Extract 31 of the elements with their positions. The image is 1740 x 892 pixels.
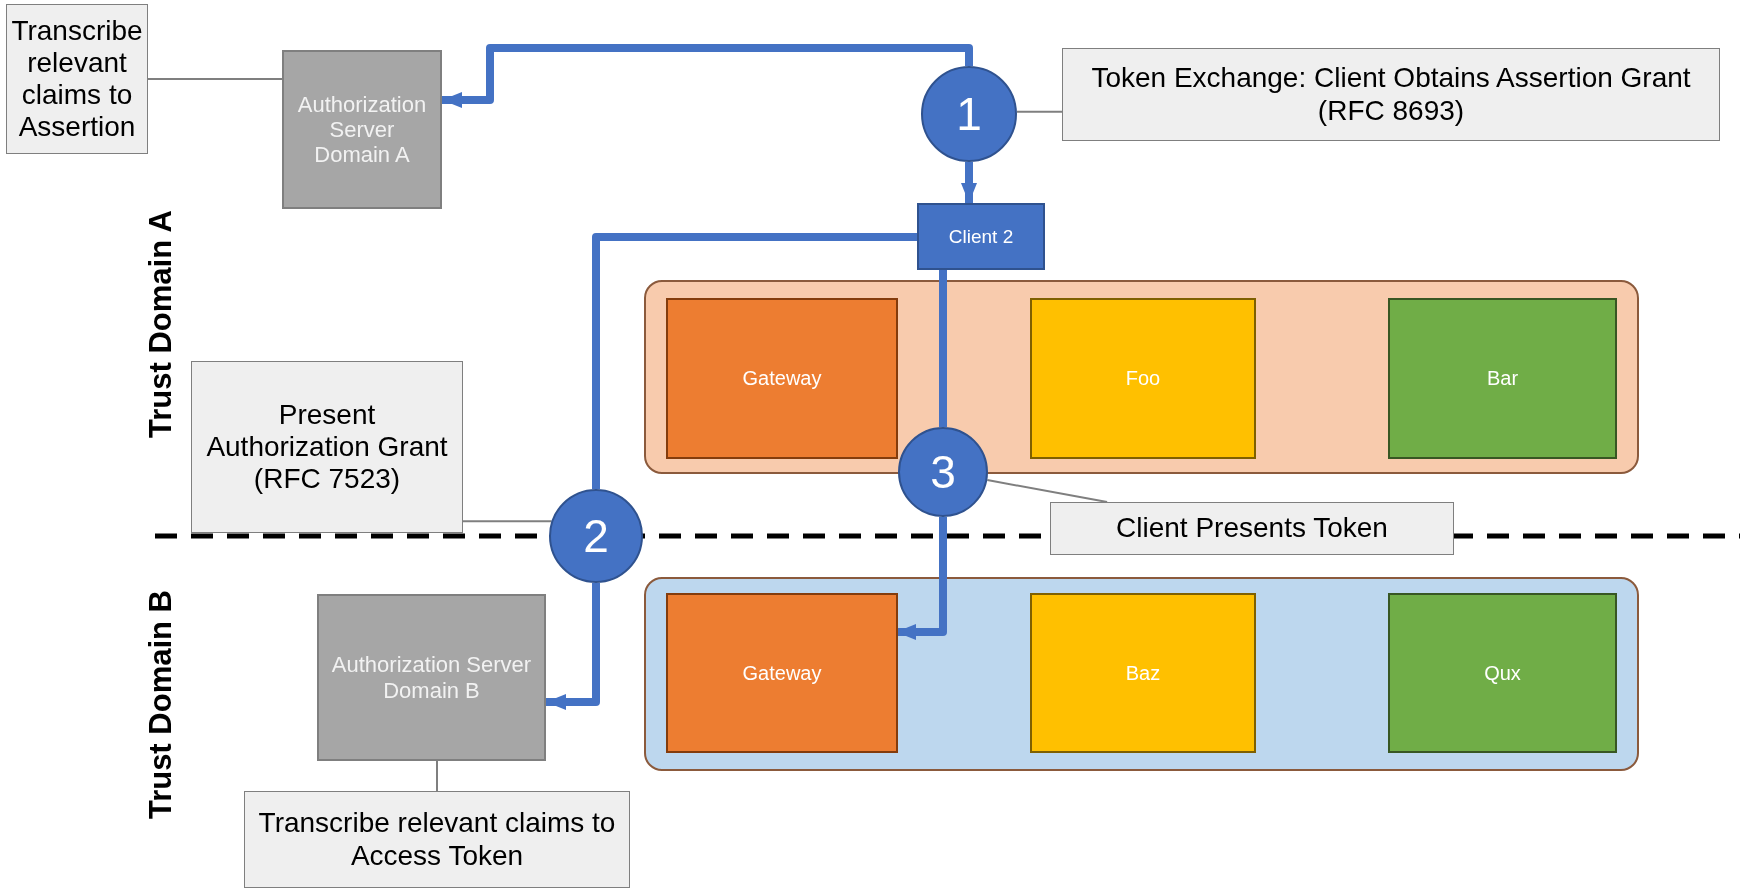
leader-line: [986, 479, 1109, 503]
callout-box: Transcribe relevant claims to Access Token: [244, 791, 630, 888]
connector-line: [592, 233, 917, 489]
leader-line: [1015, 110, 1063, 113]
callout-box: Token Exchange: Client Obtains Assertion Grant (RFC 8693): [1062, 48, 1720, 141]
domain-label: Trust Domain B: [143, 590, 179, 820]
arrow: [442, 44, 973, 108]
step-number-circle: 1: [921, 66, 1017, 162]
server-box: Authorization Server Domain A: [282, 50, 442, 209]
service-box: Foo: [1030, 298, 1256, 459]
service-box: Baz: [1030, 593, 1256, 753]
arrow: [896, 517, 947, 640]
domain-group-panel: [644, 577, 1639, 771]
connector-line: [939, 270, 947, 427]
callout-box: Present Authorization Grant (RFC 7523): [191, 361, 463, 533]
leader-line: [147, 78, 283, 80]
step-number-circle: 3: [898, 427, 988, 517]
service-box: Gateway: [666, 593, 898, 753]
domain-label: Trust Domain A: [143, 210, 179, 438]
step-number-circle: 2: [549, 489, 643, 583]
client-box: Client 2: [917, 203, 1045, 270]
callout-box: Transcribe relevant claims to Assertion: [6, 4, 148, 154]
service-box: Bar: [1388, 298, 1617, 459]
service-box: Qux: [1388, 593, 1617, 753]
arrow: [961, 162, 977, 203]
leader-line: [462, 520, 553, 523]
server-box: Authorization Server Domain B: [317, 594, 546, 761]
service-box: Gateway: [666, 298, 898, 459]
arrow: [546, 583, 600, 710]
callout-box: Client Presents Token: [1050, 502, 1454, 555]
leader-line: [436, 760, 438, 792]
